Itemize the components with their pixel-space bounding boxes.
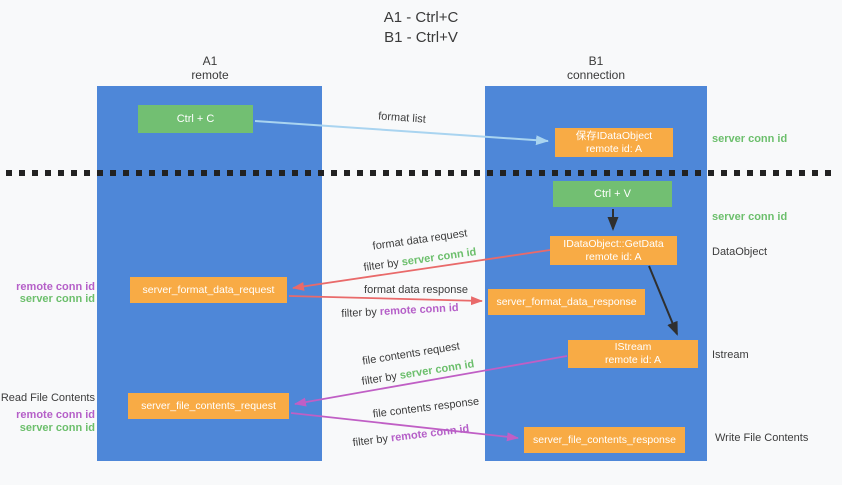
- arrow-file-contents-request: [294, 355, 568, 407]
- right-server-conn-id-mid-label: server conn id: [712, 211, 788, 223]
- istream-line2: remote id: A: [604, 354, 662, 366]
- lifeline-header-b1: B1 connection: [536, 54, 656, 82]
- server-format-data-request-box: server_format_data_request: [130, 277, 287, 303]
- lifeline-a1-id: A1: [202, 54, 218, 68]
- ctrl-v-label: Ctrl + V: [594, 188, 631, 200]
- dataobject-label: DataObject: [712, 246, 768, 258]
- server-file-contents-request-box: server_file_contents_request: [128, 393, 289, 419]
- server-format-data-response-box: server_format_data_response: [488, 289, 645, 315]
- arrow-getdata-to-istream: [648, 265, 678, 336]
- arrow-file-contents-response: [290, 412, 519, 442]
- left-remote-conn-id-bottom-label: remote conn id: [16, 409, 95, 421]
- read-file-contents-label: Read File Contents: [0, 392, 95, 404]
- ctrl-c-label: Ctrl + C: [176, 113, 215, 125]
- left-remote-conn-id-top-label: remote conn id: [16, 281, 95, 293]
- diagram-title: A1 - Ctrl+C B1 - Ctrl+V: [0, 8, 842, 48]
- ctrl-v-box: Ctrl + V: [553, 181, 672, 207]
- ctrl-c-box: Ctrl + C: [138, 105, 253, 133]
- format-data-response-label: format data response: [364, 284, 468, 296]
- arrow-format-list: [254, 120, 549, 146]
- istream-line1: IStream: [614, 341, 652, 353]
- arrow-format-data-request: [292, 249, 551, 291]
- copy-paste-separator-line: [6, 170, 836, 176]
- istream-box: IStream remote id: A: [568, 340, 698, 368]
- lifeline-header-a1: A1 remote: [150, 54, 270, 82]
- left-server-conn-id-top-label: server conn id: [19, 293, 95, 305]
- save-idataobject-box: 保存IDataObject remote id: A: [555, 128, 673, 157]
- server-format-data-request-label: server_format_data_request: [142, 284, 275, 296]
- istream-side-label: Istream: [712, 349, 749, 361]
- lifeline-b1-id: B1: [588, 54, 604, 68]
- left-server-conn-id-bottom-label: server conn id: [19, 422, 95, 434]
- lifeline-b1-name: connection: [566, 68, 626, 82]
- server-format-data-response-label: server_format_data_response: [496, 296, 637, 308]
- getdata-box: IDataObject::GetData remote id: A: [550, 236, 677, 265]
- server-file-contents-request-label: server_file_contents_request: [141, 400, 276, 412]
- write-file-contents-label: Write File Contents: [715, 432, 809, 444]
- title-line-a1: A1 - Ctrl+C: [383, 9, 459, 26]
- server-file-contents-response-box: server_file_contents_response: [524, 427, 685, 453]
- title-line-b1: B1 - Ctrl+V: [384, 29, 458, 46]
- filter-by-text: filter by: [341, 306, 381, 321]
- right-server-conn-id-top-label: server conn id: [712, 133, 788, 145]
- getdata-line1: IDataObject::GetData: [563, 237, 664, 250]
- save-idataobject-line2: remote id: A: [585, 142, 643, 155]
- server-file-contents-response-label: server_file_contents_response: [532, 434, 676, 446]
- getdata-line2: remote id: A: [585, 250, 642, 263]
- save-idataobject-line1: 保存IDataObject: [575, 129, 653, 142]
- lifeline-a1-name: remote: [191, 68, 229, 82]
- arrow-format-data-response: [288, 295, 483, 306]
